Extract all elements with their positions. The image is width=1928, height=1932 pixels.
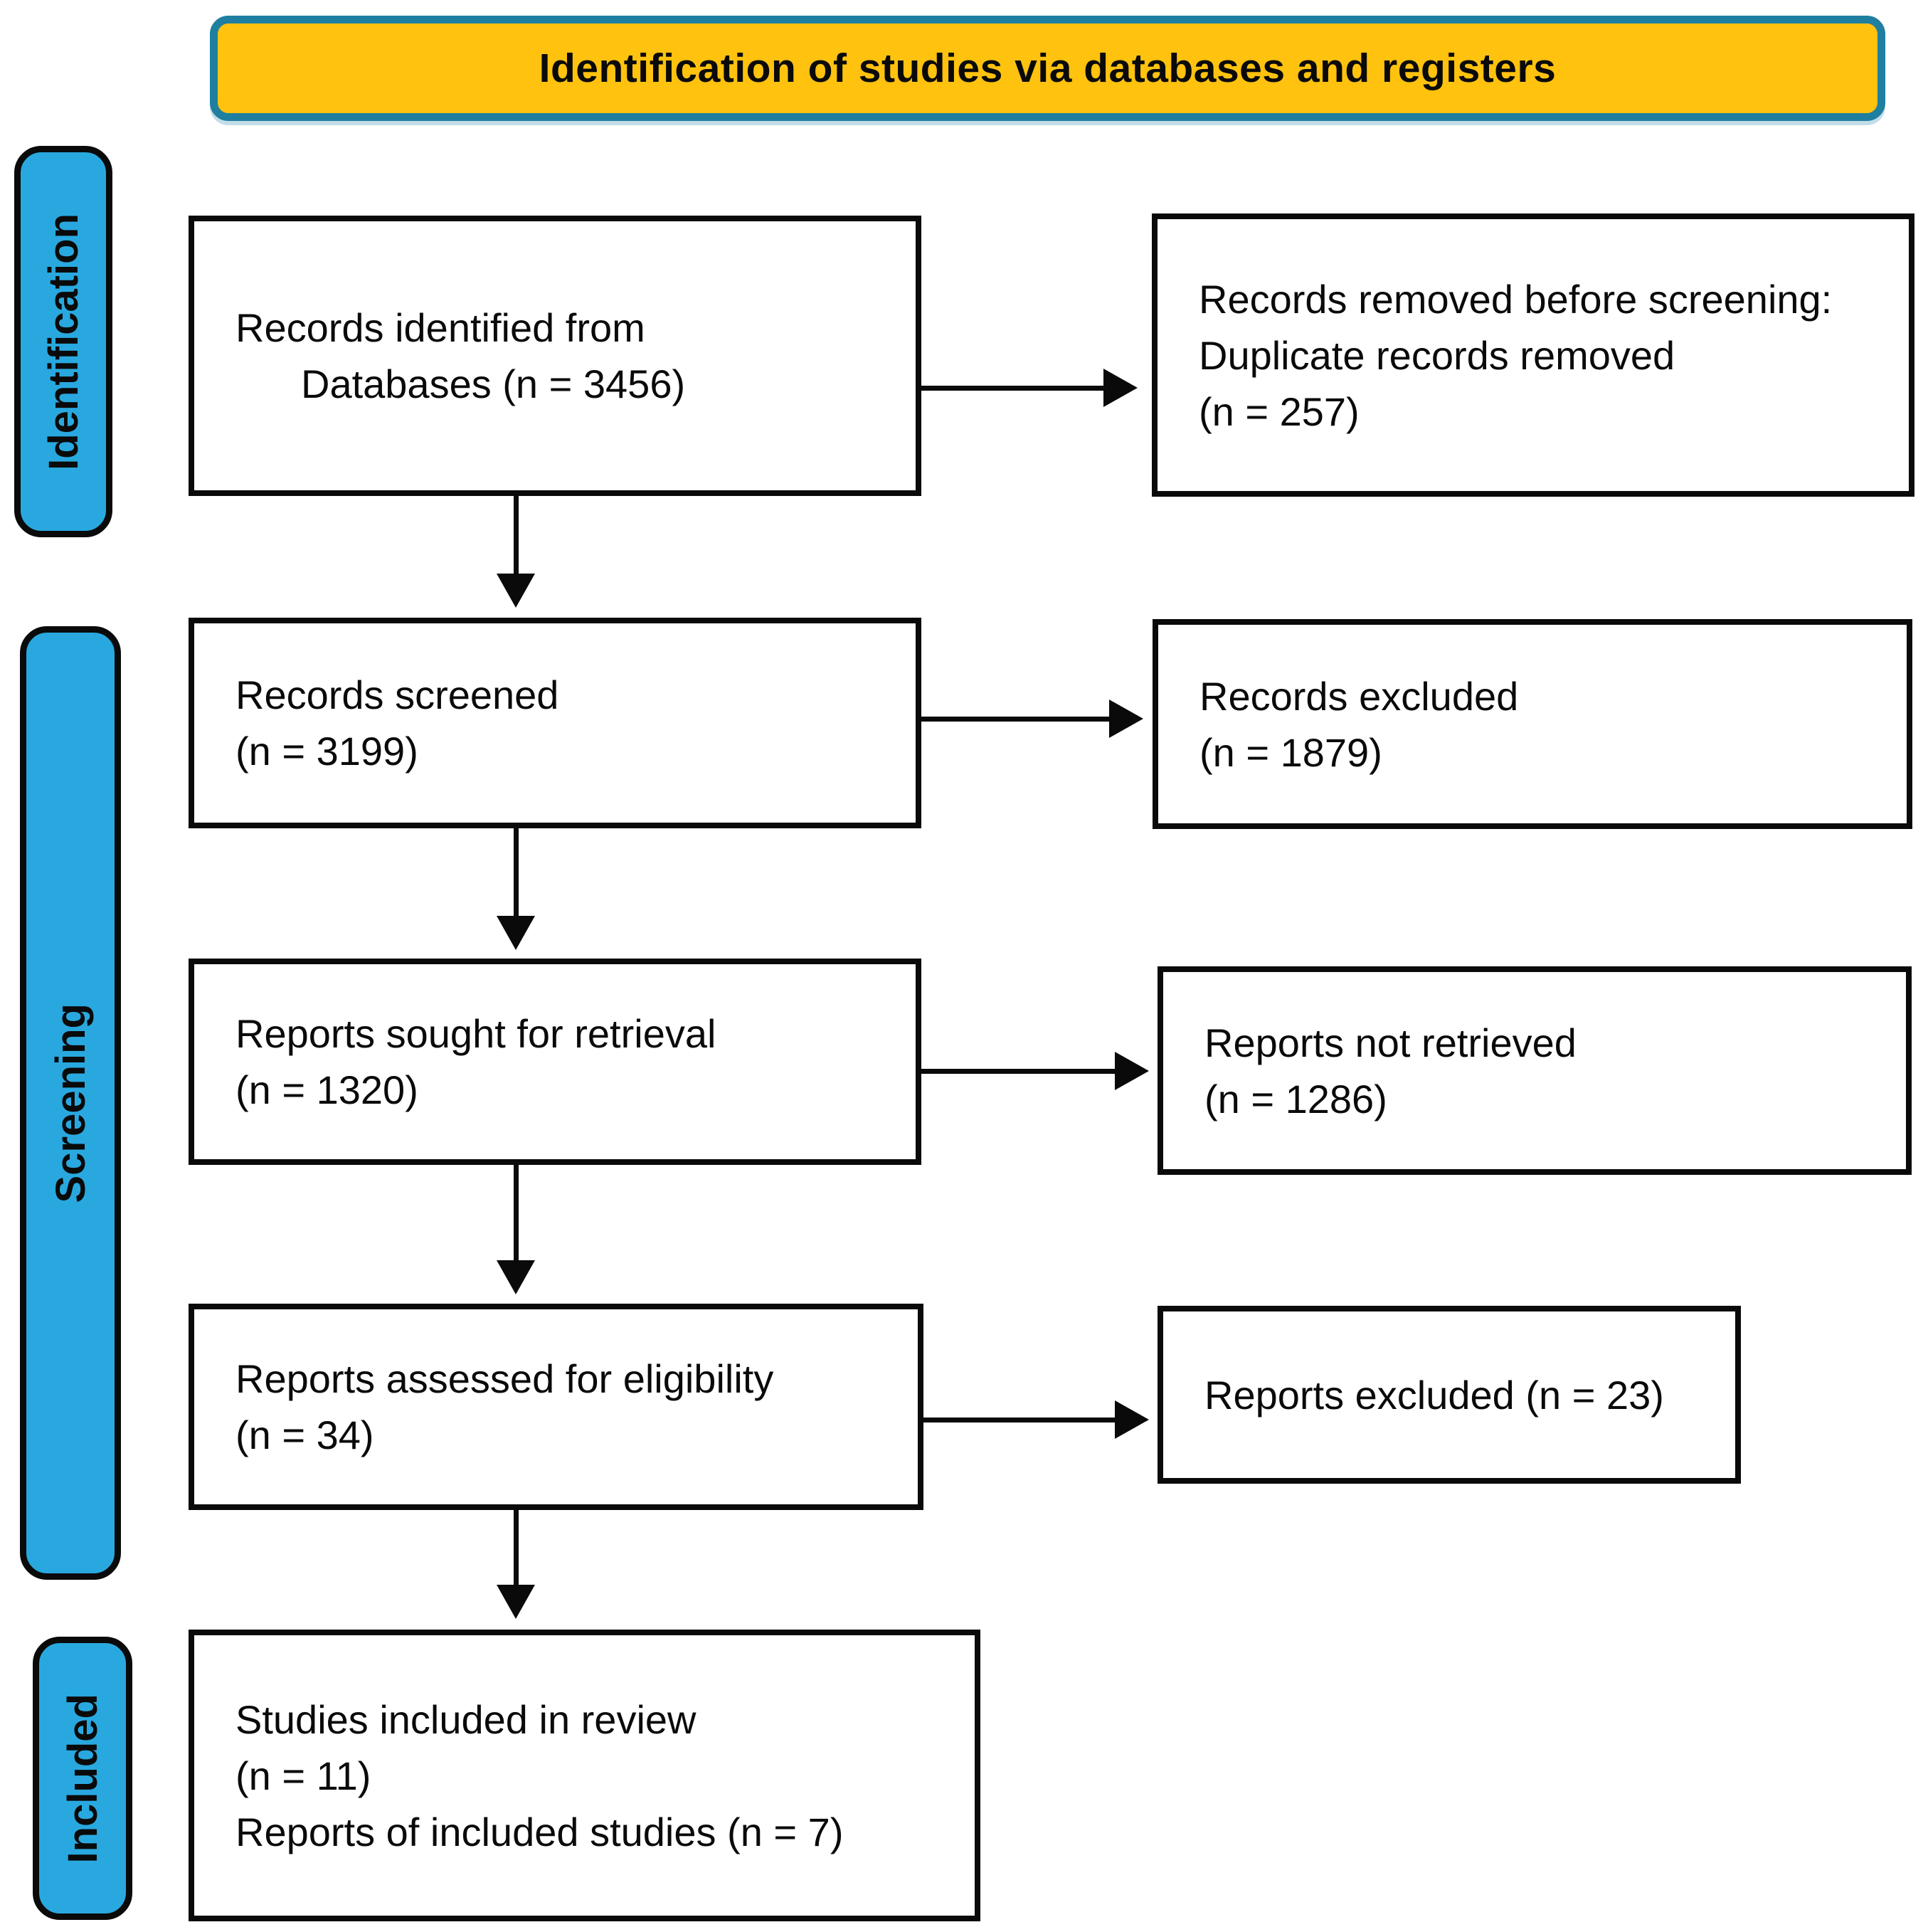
box-records-removed-line3: (n = 257): [1199, 389, 1360, 434]
arrow-screened-to-sought-line: [514, 828, 519, 918]
arrow-sought-to-not-retrieved-head-icon: [1115, 1052, 1149, 1090]
box-studies-included: Studies included in review (n = 11) Repo…: [189, 1630, 980, 1921]
box-records-removed-before-screening: Records removed before screening: Duplic…: [1152, 213, 1914, 497]
box-reports-sought: Reports sought for retrieval (n = 1320): [189, 959, 921, 1165]
box-reports-not-retrieved-line1: Reports not retrieved: [1204, 1020, 1577, 1065]
box-reports-assessed-line1: Reports assessed for eligibility: [235, 1356, 774, 1401]
box-reports-sought-line2: (n = 1320): [235, 1067, 418, 1112]
arrow-sought-to-assessed-line: [514, 1165, 519, 1262]
box-reports-assessed: Reports assessed for eligibility (n = 34…: [189, 1304, 923, 1510]
stage-label-screening-text: Screening: [47, 1003, 94, 1203]
arrow-assessed-to-included-head-icon: [497, 1585, 535, 1619]
arrow-assessed-to-reports-excluded-head-icon: [1115, 1400, 1149, 1439]
stage-label-identification-text: Identification: [40, 213, 87, 470]
arrow-screened-to-excluded-head-icon: [1109, 700, 1143, 738]
arrow-identified-to-screened-line: [514, 496, 519, 576]
arrow-identified-to-screened-head-icon: [497, 574, 535, 608]
arrow-screened-to-excluded-line: [921, 717, 1113, 722]
box-reports-excluded-line1: Reports excluded (n = 23): [1204, 1372, 1664, 1418]
box-studies-included-line2: (n = 11): [235, 1753, 371, 1798]
box-reports-not-retrieved-line2: (n = 1286): [1204, 1076, 1387, 1121]
box-records-screened-line1: Records screened: [235, 672, 559, 717]
stage-label-included-text: Included: [59, 1693, 106, 1864]
box-records-excluded: Records excluded (n = 1879): [1153, 619, 1912, 829]
box-records-removed-line1: Records removed before screening:: [1199, 276, 1833, 322]
arrow-screened-to-sought-head-icon: [497, 916, 535, 950]
stage-label-screening: Screening: [20, 626, 121, 1580]
arrow-assessed-to-included-line: [514, 1510, 519, 1587]
box-records-excluded-line2: (n = 1879): [1199, 729, 1382, 775]
arrow-assessed-to-reports-excluded-line: [923, 1418, 1119, 1422]
box-records-excluded-line1: Records excluded: [1199, 673, 1519, 719]
arrow-identified-to-removed-head-icon: [1103, 369, 1138, 407]
stage-label-identification: Identification: [14, 146, 112, 537]
box-records-identified: Records identified from Databases (n = 3…: [189, 216, 921, 496]
box-records-screened: Records screened (n = 3199): [189, 618, 921, 828]
banner-identification-via-databases: Identification of studies via databases …: [210, 16, 1885, 121]
box-studies-included-line1: Studies included in review: [235, 1696, 696, 1742]
banner-title: Identification of studies via databases …: [539, 46, 1557, 91]
box-reports-not-retrieved: Reports not retrieved (n = 1286): [1158, 966, 1912, 1175]
arrow-identified-to-removed-line: [921, 386, 1108, 391]
box-records-removed-line2: Duplicate records removed: [1199, 332, 1675, 378]
box-reports-sought-line1: Reports sought for retrieval: [235, 1011, 716, 1056]
arrow-sought-to-not-retrieved-line: [921, 1069, 1119, 1074]
box-records-identified-line2: Databases (n = 3456): [301, 361, 686, 406]
box-reports-assessed-line2: (n = 34): [235, 1413, 374, 1457]
box-reports-excluded: Reports excluded (n = 23): [1158, 1306, 1741, 1484]
arrow-sought-to-assessed-head-icon: [497, 1260, 535, 1294]
box-studies-included-line3: Reports of included studies (n = 7): [235, 1809, 844, 1854]
box-records-screened-line2: (n = 3199): [235, 729, 418, 774]
box-records-identified-line1: Records identified from: [235, 305, 645, 350]
stage-label-included: Included: [33, 1637, 132, 1920]
